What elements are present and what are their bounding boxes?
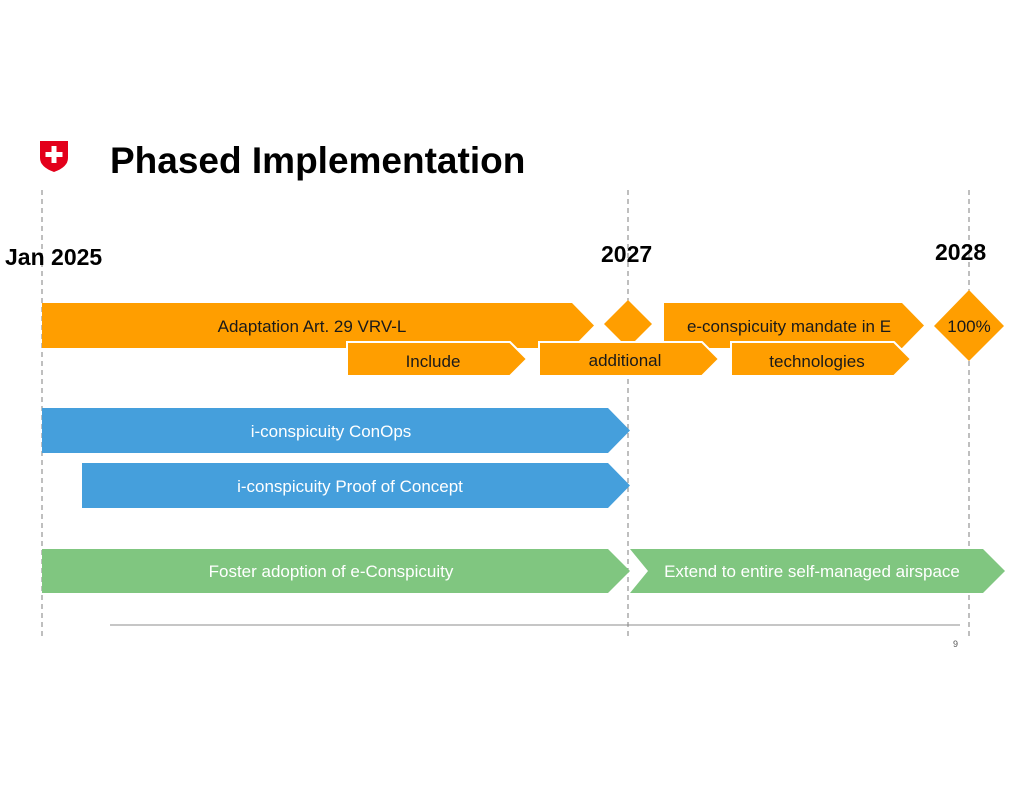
mandate-arrow: [664, 303, 924, 348]
milestone-2028: 2028: [935, 239, 986, 265]
extend-arrow: [630, 549, 1005, 593]
blue-track: i-conspicuity ConOps i-conspicuity Proof…: [42, 408, 630, 508]
adaptation-label: Adaptation Art. 29 VRV-L: [218, 317, 407, 336]
conops-label: i-conspicuity ConOps: [251, 422, 412, 441]
poc-label: i-conspicuity Proof of Concept: [237, 477, 463, 496]
page-number: 9: [953, 639, 958, 649]
target-diamond-2028: [934, 290, 1004, 361]
include-label: Include: [406, 352, 461, 371]
milestone-diamond-2027: [604, 300, 652, 348]
foster-arrow: [42, 549, 630, 593]
additional-label: additional: [589, 351, 662, 370]
poc-arrow: [82, 463, 630, 508]
additional-arrow: [538, 341, 721, 377]
page-title: Phased Implementation: [110, 140, 525, 181]
foster-label: Foster adoption of e-Conspicuity: [209, 562, 454, 581]
technologies-arrow: [730, 341, 913, 377]
technologies-label: technologies: [769, 352, 864, 371]
extend-label: Extend to entire self-managed airspace: [664, 562, 960, 581]
green-track: Foster adoption of e-Conspicuity Extend …: [42, 549, 1005, 593]
conops-arrow: [42, 408, 630, 453]
swiss-cross-shield-icon: [40, 141, 68, 172]
orange-track: Adaptation Art. 29 VRV-L e-conspicuity m…: [42, 290, 1004, 377]
target-label: 100%: [947, 317, 990, 336]
include-arrow: [346, 341, 529, 377]
adaptation-arrow: [42, 303, 594, 348]
milestone-2027: 2027: [601, 241, 652, 267]
mandate-label: e-conspicuity mandate in E: [687, 317, 891, 336]
milestone-jan-2025: Jan 2025: [5, 244, 102, 270]
